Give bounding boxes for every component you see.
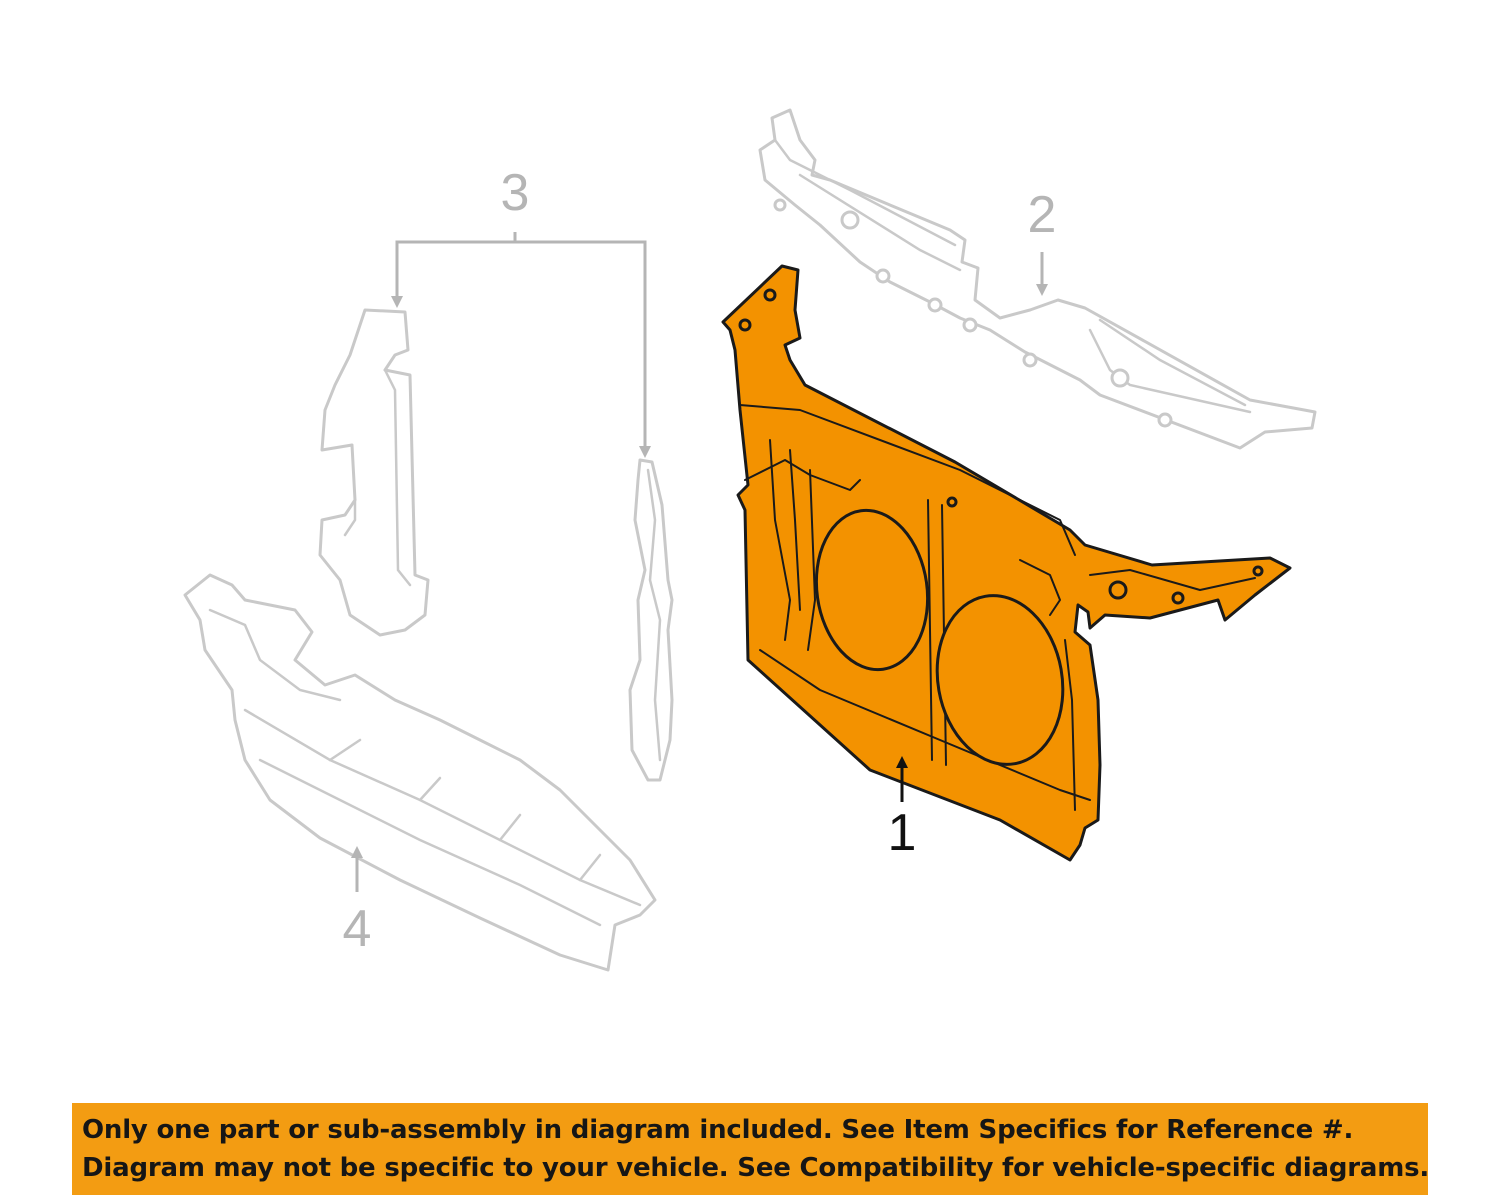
part-3-right-guide — [628, 458, 674, 782]
leader-4 — [351, 846, 363, 892]
leader-2 — [1036, 252, 1048, 296]
part-1-radiator-support — [721, 264, 1292, 862]
callout-2: 2 — [1028, 186, 1057, 244]
leader-1 — [896, 756, 908, 802]
part-3-left-guide — [318, 308, 430, 637]
callout-4: 4 — [343, 900, 372, 958]
leader-3 — [391, 232, 651, 458]
callout-1: 1 — [888, 804, 917, 862]
disclaimer-line-1: Only one part or sub-assembly in diagram… — [82, 1115, 1354, 1145]
disclaimer-banner: Only one part or sub-assembly in diagram… — [72, 1103, 1430, 1195]
part-2-upper-cover — [758, 108, 1317, 450]
part-4-lower-deflector — [183, 573, 657, 972]
callout-3: 3 — [501, 164, 530, 222]
disclaimer-line-2: Diagram may not be specific to your vehi… — [82, 1153, 1430, 1183]
